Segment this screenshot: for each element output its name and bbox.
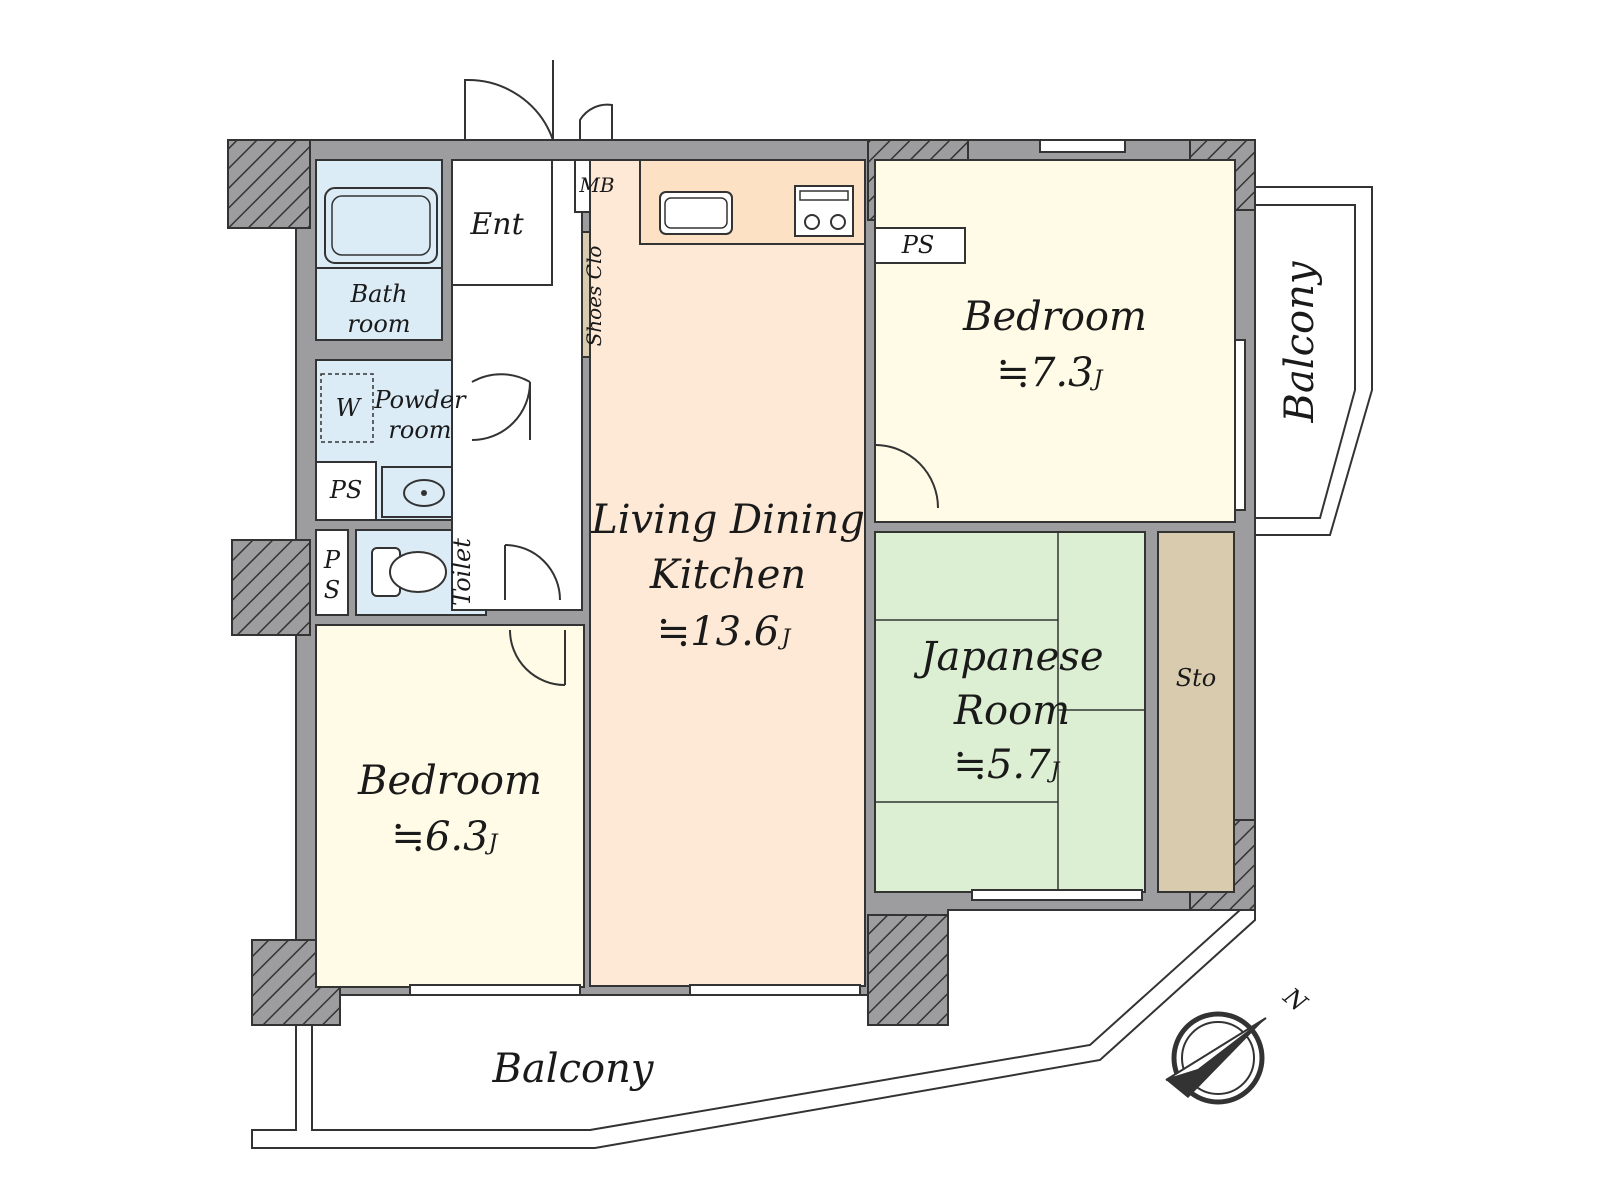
label-powder-line2: room	[388, 416, 451, 444]
label-ps-top: PS	[901, 231, 935, 259]
storage	[1157, 531, 1235, 893]
label-japanese-line2: Room	[953, 688, 1070, 734]
labels: Ent MB Shoes Clo Bath room W Powder room…	[323, 173, 1323, 1092]
label-powder-line1: Powder	[373, 386, 467, 414]
label-ldk-unit: J	[778, 626, 792, 651]
pipe-space-top	[874, 227, 966, 264]
label-ps-left: PS	[329, 476, 363, 504]
label-entrance: Ent	[469, 207, 524, 242]
kitchen-sink	[659, 191, 733, 235]
label-ldk-line1: Living Dining	[590, 497, 865, 543]
balcony-east	[1254, 186, 1373, 536]
rooms	[315, 159, 1236, 988]
entrance	[451, 159, 553, 286]
label-ps-left-small-2: S	[324, 576, 340, 604]
stove	[794, 185, 854, 237]
label-meter-box: MB	[578, 173, 614, 197]
label-japanese-line1: Japanese	[914, 634, 1104, 680]
bedroom-sw	[315, 624, 585, 988]
label-storage: Sto	[1176, 664, 1217, 692]
label-bath-line2: room	[347, 310, 410, 338]
label-washer: W	[336, 394, 363, 422]
label-japanese-area: ≒5.7	[953, 742, 1051, 788]
label-balcony-east: Balcony	[1277, 260, 1323, 423]
pipe-space-left-small	[315, 529, 349, 616]
label-bedroom-sw-area: ≒6.3	[391, 814, 488, 860]
compass: N	[1165, 982, 1313, 1105]
label-shoes-closet: Shoes Clo	[582, 246, 606, 347]
pipe-space-left	[315, 461, 377, 521]
label-japanese-unit: J	[1047, 759, 1061, 784]
doors	[464, 60, 939, 686]
label-ps-left-small-1: P	[323, 546, 341, 574]
label-ldk-line2: Kitchen	[649, 552, 806, 598]
balcony-south	[251, 909, 1256, 1149]
label-toilet: Toilet	[448, 538, 476, 606]
label-balcony-south: Balcony	[492, 1046, 655, 1092]
living-dining-kitchen	[589, 159, 866, 987]
japanese-room	[874, 531, 1146, 893]
label-bedroom-ne-unit: J	[1090, 367, 1104, 392]
label-bedroom-ne: Bedroom	[962, 294, 1147, 340]
label-bedroom-sw-unit: J	[485, 831, 499, 856]
label-compass-north: N	[1277, 982, 1313, 1018]
washer-space	[320, 373, 374, 443]
label-ldk-area: ≒13.6	[657, 609, 780, 655]
bathtub	[324, 187, 438, 264]
windows	[409, 139, 1246, 996]
label-bedroom-ne-area: ≒7.3	[996, 350, 1093, 396]
label-bath-line1: Bath	[349, 280, 407, 308]
bedroom-ne	[874, 159, 1236, 523]
label-bedroom-sw: Bedroom	[357, 758, 542, 804]
